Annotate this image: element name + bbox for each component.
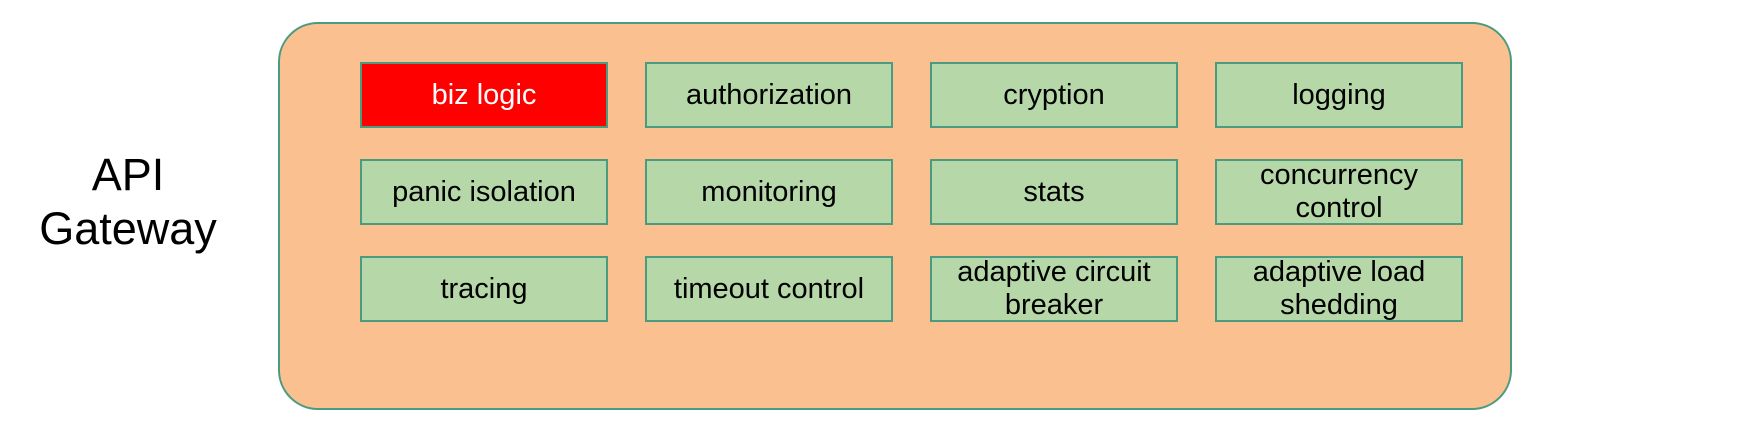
capability-box-adaptive-load-shedding[interactable]: adaptive load shedding [1215,256,1463,322]
capability-box-stats[interactable]: stats [930,159,1178,225]
capability-box-concurrency-control[interactable]: concurrency control [1215,159,1463,225]
capability-grid: biz logic authorization cryption logging pan… [360,62,1465,324]
capability-box-adaptive-circuit-breaker[interactable]: adaptive circuit breaker [930,256,1178,322]
capability-box-monitoring[interactable]: monitoring [645,159,893,225]
capability-box-cryption[interactable]: cryption [930,62,1178,128]
capability-box-timeout-control[interactable]: timeout control [645,256,893,322]
capability-box-tracing[interactable]: tracing [360,256,608,322]
capability-box-biz-logic[interactable]: biz logic [360,62,608,128]
api-gateway-label: API Gateway [39,149,217,254]
capability-box-panic-isolation[interactable]: panic isolation [360,159,608,225]
capability-box-logging[interactable]: logging [1215,62,1463,128]
capability-box-authorization[interactable]: authorization [645,62,893,128]
